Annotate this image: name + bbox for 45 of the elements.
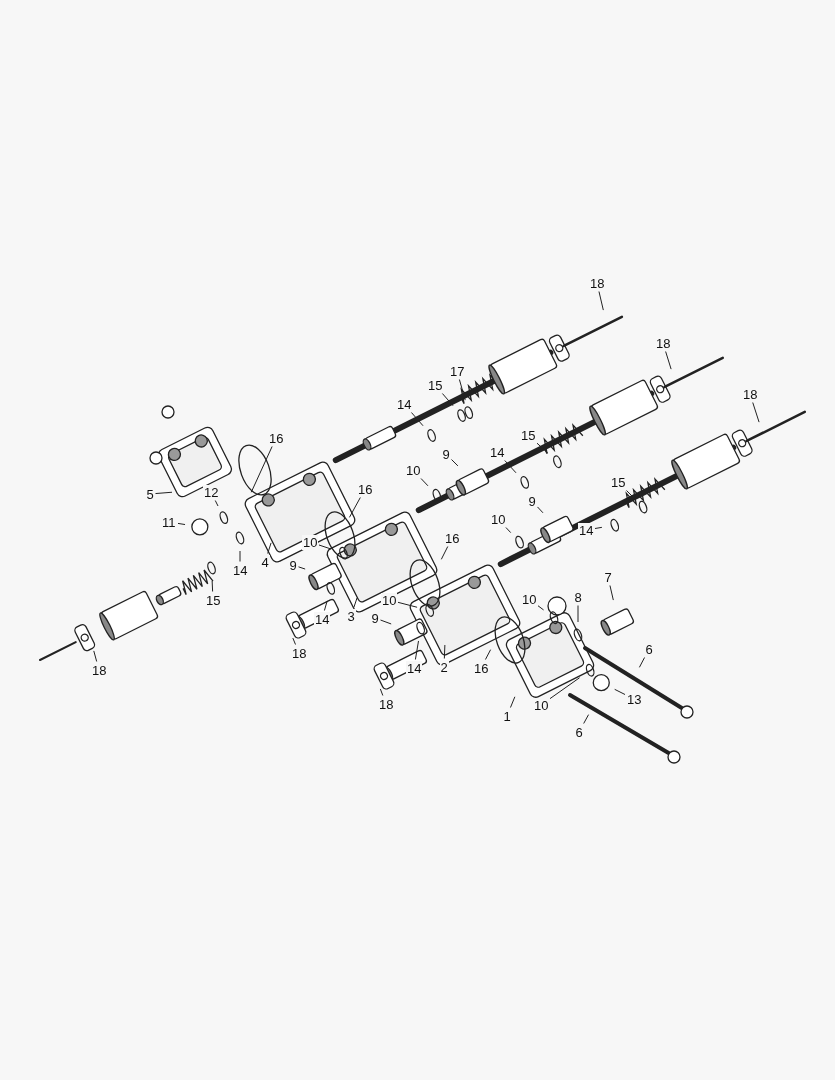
leader-line: [410, 412, 424, 427]
leader-line: [155, 491, 173, 495]
leader-line: [379, 688, 384, 696]
callout-number: 12: [203, 484, 220, 500]
leader-line: [380, 619, 392, 625]
leader-line: [214, 500, 219, 507]
leader-line: [440, 546, 449, 560]
leader-line: [93, 650, 98, 662]
leader-line: [441, 393, 454, 407]
leader-line: [638, 657, 646, 668]
leader-line: [598, 291, 604, 311]
callout-number: 4: [260, 554, 270, 570]
leader-line: [583, 714, 590, 724]
leader-line: [665, 351, 672, 370]
leader-line: [397, 601, 418, 608]
callout-number: 2: [439, 659, 449, 675]
leader-line: [609, 585, 614, 601]
leader-line: [177, 522, 186, 526]
leader-line: [239, 550, 241, 562]
leader-line: [443, 644, 446, 659]
leader-line: [458, 379, 466, 401]
leader-line: [614, 688, 626, 695]
leader-line: [510, 696, 516, 708]
leader-line: [420, 478, 429, 487]
callout-number: 3: [346, 608, 356, 624]
leader-line: [505, 527, 512, 534]
leader-line: [577, 605, 579, 623]
leader-line: [323, 600, 328, 611]
leader-line: [549, 677, 581, 700]
leader-line: [298, 566, 306, 570]
leader-line: [537, 605, 545, 611]
leader-line: [414, 640, 419, 660]
leader-line: [504, 460, 517, 474]
leader-line: [250, 446, 273, 493]
leader-line: [318, 544, 332, 550]
leader-line: [752, 402, 760, 423]
leader-line: [348, 497, 361, 518]
leader-line: [292, 637, 296, 645]
leader-line: [484, 649, 492, 660]
leader-line: [211, 580, 214, 592]
leader-line: [594, 526, 603, 529]
leader-line: [353, 597, 358, 608]
leader-line: [536, 442, 549, 454]
leader-line: [267, 542, 272, 554]
leader-line: [537, 506, 544, 514]
